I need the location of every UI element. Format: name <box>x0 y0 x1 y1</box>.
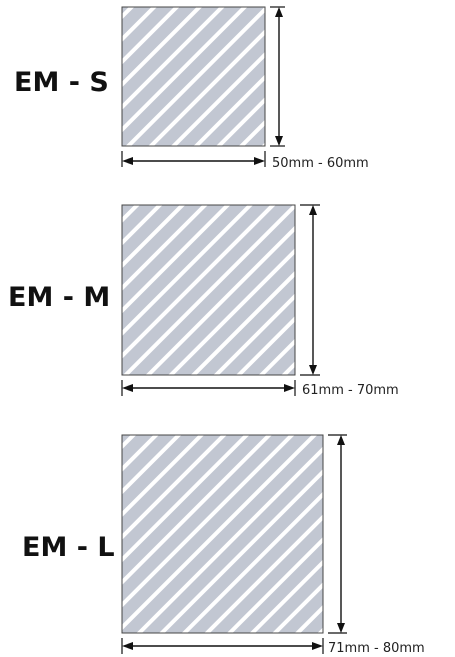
dimension-label-m: 61mm - 70mm <box>302 383 399 398</box>
dimension-label-s: 50mm - 60mm <box>272 156 369 171</box>
dimension-label-l: 71mm - 80mm <box>328 641 425 656</box>
height-dimension-m <box>300 204 320 376</box>
swatch-s <box>122 7 265 146</box>
height-dimension-s <box>270 6 285 147</box>
width-dimension-m <box>121 380 296 396</box>
size-group-l: EM - L 71mm - 80mm <box>22 434 425 656</box>
swatch-s-border <box>121 6 266 147</box>
size-group-s: EM - S 50mm - 60mm <box>14 6 369 171</box>
size-group-m: EM - M 61mm - 70mm <box>8 204 399 398</box>
size-label-l: EM - L <box>22 532 115 563</box>
swatch-l-border <box>121 434 324 634</box>
size-label-m: EM - M <box>8 282 110 313</box>
swatch-m-border <box>121 204 296 376</box>
width-dimension-l <box>121 638 324 654</box>
width-dimension-s <box>121 151 266 167</box>
height-dimension-l <box>328 434 347 634</box>
swatch-l <box>122 435 323 633</box>
swatch-m <box>122 205 295 375</box>
size-label-s: EM - S <box>14 67 109 98</box>
